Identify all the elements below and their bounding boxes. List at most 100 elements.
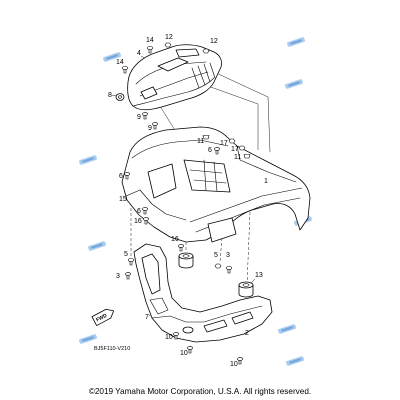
bolt-head — [127, 258, 135, 262]
screw-head — [142, 112, 148, 116]
callout-label: 9 — [148, 125, 152, 132]
screw-head — [125, 272, 131, 276]
grommet-top — [238, 281, 254, 289]
watermark — [286, 356, 304, 366]
front-fender-inner-ridge — [131, 139, 229, 159]
watermark — [103, 52, 121, 62]
screw-head — [152, 122, 158, 126]
callout-label: 11 — [234, 154, 241, 161]
front-fender — [121, 126, 311, 243]
callout-label: 6 — [137, 208, 141, 215]
callout-label: 17 — [231, 146, 239, 153]
callout-label: 3 — [226, 252, 230, 259]
callout-label: 1 — [264, 178, 268, 185]
bolt-head — [146, 46, 154, 50]
bolt — [127, 258, 135, 266]
callout-label: 16 — [171, 236, 179, 243]
upper-cover-to-fender-line — [207, 85, 259, 150]
screw — [152, 122, 158, 130]
grommet-hole — [242, 283, 250, 287]
screw — [142, 112, 148, 120]
callout-label: 14 — [146, 37, 154, 44]
callout-label: 12 — [210, 38, 218, 45]
watermark — [79, 155, 97, 165]
upper-cover-to-fender-line — [213, 71, 271, 153]
front-fender-center-cavity — [183, 159, 231, 193]
upper-cover-outline — [127, 44, 222, 111]
screw — [237, 357, 243, 365]
screw-head — [142, 207, 148, 211]
front-fender-right-wing-edge — [236, 145, 297, 183]
upper-cover-to-fender-line — [159, 105, 177, 133]
front-lower-panel-hole — [182, 326, 194, 334]
front-lower-panel — [133, 243, 273, 343]
nut — [164, 42, 172, 48]
nut — [228, 138, 236, 144]
screw-head — [173, 332, 179, 336]
front-lower-panel-vent — [231, 311, 254, 325]
screw-head — [143, 217, 149, 221]
screw-head — [124, 172, 130, 176]
fwd-arrow-icon — [91, 308, 115, 326]
callout-label: 2 — [245, 330, 249, 337]
callout-label: 5 — [214, 252, 218, 259]
front-lower-panel-pillar — [141, 253, 161, 295]
upper-cover — [127, 44, 222, 111]
watermark — [287, 37, 305, 47]
bolt — [146, 46, 154, 54]
upper-cover-slot — [140, 86, 158, 100]
grommet — [238, 281, 254, 298]
watermark — [88, 241, 106, 251]
screw — [178, 244, 184, 252]
screw-head — [214, 147, 220, 151]
callout-label: 5 — [124, 251, 128, 258]
upper-cover-ribs — [191, 62, 216, 89]
copyright-notice: ©2019 Yamaha Motor Corporation, U.S.A. A… — [89, 387, 311, 396]
bolt — [121, 66, 129, 74]
grommet-small — [115, 93, 125, 101]
clip — [202, 135, 210, 140]
callout-label: 12 — [165, 34, 173, 41]
upper-cover-edge — [132, 77, 215, 107]
callout-label: 13 — [255, 272, 263, 279]
front-fender-left-wing-edge — [125, 189, 187, 221]
fwd-badge: FWD — [91, 308, 115, 326]
callout-label: 11 — [197, 138, 204, 145]
watermark — [285, 79, 303, 89]
bolt-head — [121, 66, 129, 70]
callout-label: 6 — [208, 147, 212, 154]
screw — [173, 332, 179, 340]
fwd-label: FWD — [95, 313, 108, 324]
clip-body — [202, 135, 210, 140]
callout-label: 10 — [230, 361, 238, 368]
watermark — [278, 324, 296, 334]
fender-to-lower-panel-line — [219, 237, 223, 263]
clip-body — [243, 154, 251, 159]
grommet-top — [178, 252, 194, 260]
clip — [243, 154, 251, 159]
nut — [238, 145, 246, 151]
nut-hex — [214, 263, 222, 269]
diagram-code: BJ5F110-V210 — [94, 346, 130, 352]
front-lower-panel-edge — [151, 305, 263, 323]
callout-label: 8 — [108, 92, 112, 99]
nut — [214, 263, 222, 269]
screw — [124, 172, 130, 180]
nut-hex — [202, 48, 210, 54]
bolt-head — [225, 266, 233, 270]
fender-to-grommet-line — [246, 211, 251, 286]
front-fender-lower-flap — [207, 217, 237, 243]
nut-hex — [228, 138, 236, 144]
screw — [143, 217, 149, 225]
screw — [187, 346, 193, 354]
callout-label: 6 — [119, 173, 123, 180]
callout-label: 3 — [116, 273, 120, 280]
grommet-small-outer — [115, 93, 125, 101]
front-lower-panel-vent — [203, 319, 228, 333]
upper-cover-tab — [175, 48, 200, 58]
callout-label: 16 — [134, 218, 142, 225]
callout-leader — [111, 94, 117, 97]
bolt — [225, 266, 233, 274]
